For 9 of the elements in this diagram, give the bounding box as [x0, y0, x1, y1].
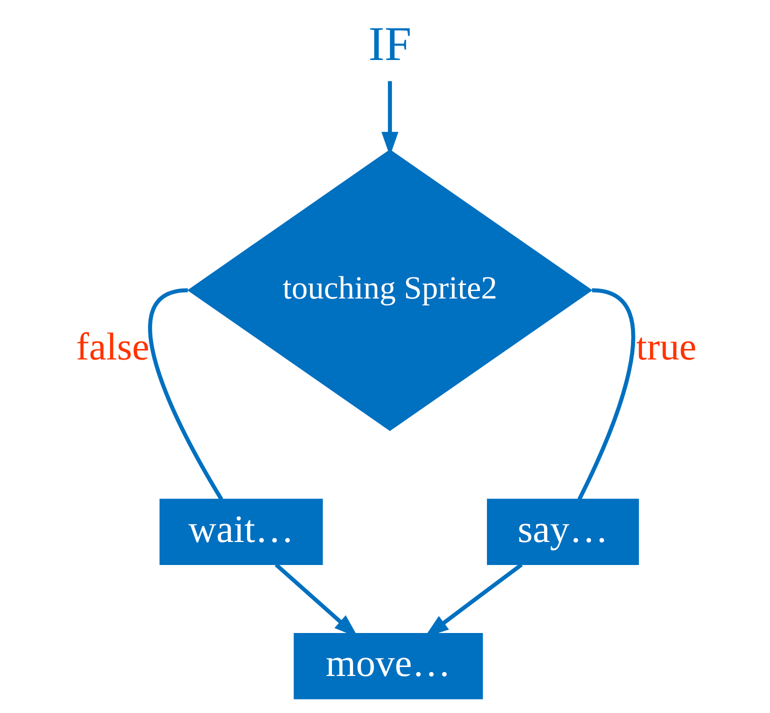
node-diamond: touching Sprite2 — [186, 149, 592, 432]
node-box: say… — [486, 498, 638, 566]
node-box: wait… — [159, 498, 322, 566]
edge-label: true — [636, 325, 696, 368]
connector — [148, 288, 223, 500]
node-box: move… — [293, 632, 482, 700]
edge-label: false — [76, 325, 149, 368]
connector — [576, 288, 635, 500]
node-text: IF — [368, 18, 411, 71]
